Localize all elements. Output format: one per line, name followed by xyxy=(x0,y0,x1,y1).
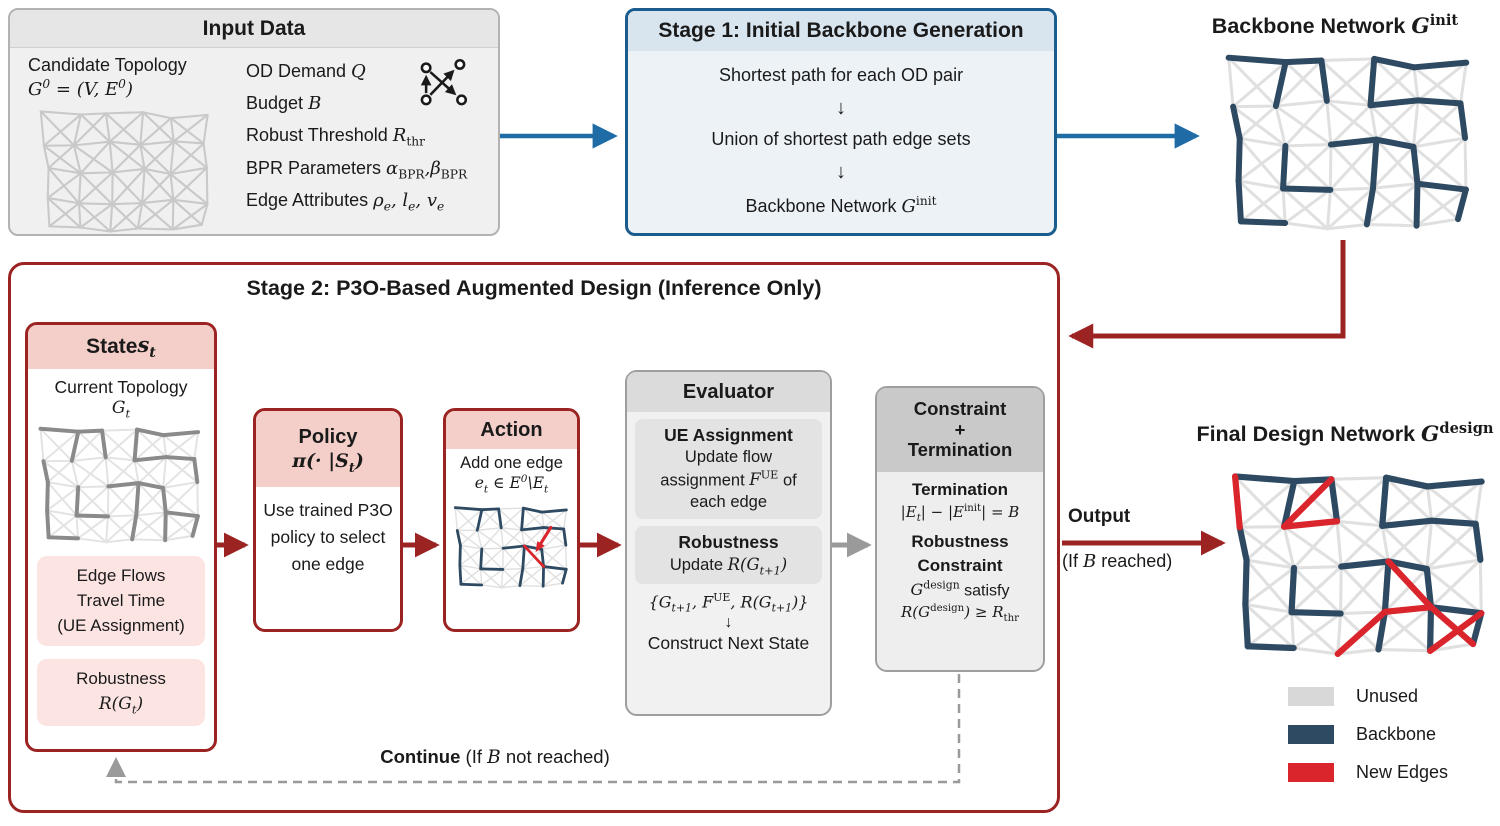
candidate-topology-graphic xyxy=(39,110,209,233)
legend-item-backbone: Backbone xyxy=(1288,724,1448,745)
robustness-constraint-formula: R(Gdesign) ≥ Rthr xyxy=(900,603,1020,625)
constraint-termination-title: Constraint + Termination xyxy=(877,388,1043,472)
output-label: Output xyxy=(1068,506,1131,527)
evaluator-title: Evaluator xyxy=(627,372,830,412)
current-topology-graphic xyxy=(38,427,201,544)
current-topology-label: Current Topology xyxy=(54,377,188,397)
edge-attributes-item: Edge Attributes ρe, le, ve xyxy=(246,190,445,214)
input-parameters-list: OD Demand Q Budget B Robust Threshold Rt… xyxy=(246,54,488,238)
current-topology-symbol: Gt xyxy=(111,398,131,421)
state-title: State st xyxy=(28,325,214,369)
policy-box: Policy π(· |St) Use trained P3O policy t… xyxy=(253,408,403,632)
construct-next-state-label: Construct Next State xyxy=(647,632,810,653)
backbone-network-title: Backbone Network Ginit xyxy=(1211,12,1459,40)
backbone-network-graphic xyxy=(1225,54,1470,231)
action-line1: Add one edge xyxy=(460,454,563,472)
ue-assignment-formula-line: assignment FUE of xyxy=(660,468,797,490)
continue-condition: Continue (If B not reached) xyxy=(380,746,610,768)
input-data-body: Candidate Topology G0 = (V, E0) OD Deman… xyxy=(10,48,498,242)
next-state-set: {Gt+1, FUE, R(Gt+1)} xyxy=(648,591,809,615)
policy-title: Policy π(· |St) xyxy=(256,411,400,487)
stage1-box: Stage 1: Initial Backbone Generation Sho… xyxy=(625,8,1057,236)
down-arrow-icon: ↓ xyxy=(724,613,733,631)
down-arrow-icon: ↓ xyxy=(836,96,846,119)
legend-item-new-edges: New Edges xyxy=(1288,762,1448,783)
constraint-termination-body: Termination |Et| − |Einit| = B Robustnes… xyxy=(877,472,1043,627)
stage1-step-backbone: Backbone Network Ginit xyxy=(745,194,937,218)
unused-swatch xyxy=(1288,687,1334,706)
robustness-update-cell: Robustness Update R(Gt+1) xyxy=(635,525,822,585)
candidate-topology-block: Candidate Topology G0 = (V, E0) xyxy=(28,54,246,238)
stage1-title: Stage 1: Initial Backbone Generation xyxy=(628,11,1054,51)
input-data-box: Input Data Candidate Topology G0 = (V, E… xyxy=(8,8,500,236)
action-formula: et ∈ E0\Et xyxy=(474,473,549,496)
termination-label: Termination xyxy=(911,480,1009,499)
od-demand-item: OD Demand Q xyxy=(246,56,488,106)
bpr-parameters-item: BPR Parameters αBPR,βBPR xyxy=(246,157,468,182)
candidate-topology-label: Candidate Topology xyxy=(28,55,187,75)
termination-formula: |Et| − |Einit| = B xyxy=(900,502,1020,524)
action-box: Action Add one edge et ∈ E0\Et xyxy=(443,408,580,632)
constraint-termination-box: Constraint + Termination Termination |Et… xyxy=(875,386,1045,672)
candidate-topology-formula: G0 = (V, E0) xyxy=(28,77,133,101)
state-box: State st Current Topology Gt Edge Flows … xyxy=(25,322,217,752)
output-condition: (If B reached) xyxy=(1062,551,1173,572)
budget-item: Budget B xyxy=(246,92,322,114)
stage1-step-union: Union of shortest path edge sets xyxy=(711,129,971,150)
design-satisfy-line: Gdesign satisfy xyxy=(910,578,1010,599)
evaluator-box: Evaluator UE Assignment Update flow assi… xyxy=(625,370,832,716)
final-design-network-graphic xyxy=(1231,473,1485,658)
robustness-cell: Robustness R(Gt) xyxy=(37,659,205,727)
stage2-title: Stage 2: P3O-Based Augmented Design (Inf… xyxy=(246,276,822,300)
legend-item-unused: Unused xyxy=(1288,686,1448,707)
action-title: Action xyxy=(446,411,577,449)
policy-description: Use trained P3O policy to select one edg… xyxy=(263,500,393,575)
robustness-constraint-label2: Constraint xyxy=(917,555,1003,575)
arrow-backbone-to-stage2 xyxy=(1068,240,1346,349)
legend: Unused Backbone New Edges xyxy=(1288,686,1448,800)
robustness-constraint-label1: Robustness xyxy=(911,532,1009,552)
stage1-steps: Shortest path for each OD pair ↓ Union o… xyxy=(628,51,1054,231)
ue-assignment-cell: UE Assignment Update flow assignment FUE… xyxy=(635,419,822,519)
down-arrow-icon: ↓ xyxy=(836,161,846,184)
stage1-step-shortest-path: Shortest path for each OD pair xyxy=(718,64,964,85)
input-data-title: Input Data xyxy=(10,10,498,48)
final-design-network-title: Final Design Network Gdesign xyxy=(1196,420,1494,448)
backbone-swatch xyxy=(1288,725,1334,744)
od-demand-icon xyxy=(420,58,468,106)
edge-flows-cell: Edge Flows Travel Time (UE Assignment) xyxy=(37,556,205,647)
new-edges-swatch xyxy=(1288,763,1334,782)
action-graphic xyxy=(453,506,568,589)
robust-threshold-item: Robust Threshold Rthr xyxy=(246,124,425,149)
robustness-update-line: Update R(Gt+1) xyxy=(669,554,788,578)
